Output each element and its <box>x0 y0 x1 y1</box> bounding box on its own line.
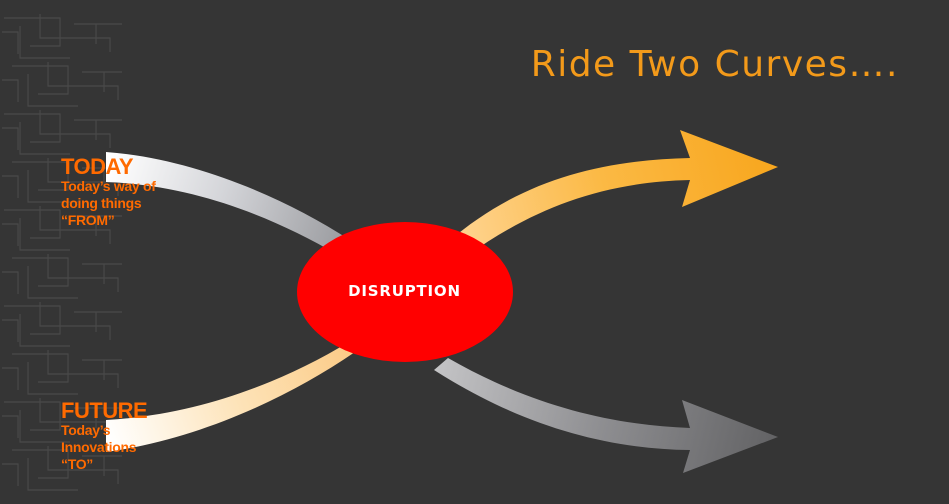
circuit-line <box>4 17 61 47</box>
today-line: doing things <box>61 195 142 211</box>
circuit-line <box>2 223 19 246</box>
circuit-line <box>2 415 19 438</box>
circuit-line <box>82 263 122 284</box>
future-line: Innovations <box>61 439 137 455</box>
circuit-line <box>4 113 61 143</box>
future-line: “TO” <box>61 456 93 472</box>
circuit-line <box>4 401 61 431</box>
orange-arrow <box>448 130 778 258</box>
future-curve <box>106 335 360 452</box>
circuit-line <box>19 314 70 347</box>
circuit-line <box>82 359 122 380</box>
today-line: Today’s way of <box>61 178 156 194</box>
circuit-line <box>27 362 78 395</box>
future-label: FUTURE Today’s Innovations “TO” <box>61 398 148 473</box>
circuit-line <box>74 119 122 140</box>
circuit-line <box>39 206 111 244</box>
circuit-line <box>82 455 122 476</box>
disruption-ellipse <box>297 222 513 362</box>
circuit-line <box>74 407 122 428</box>
circuit-line <box>2 463 19 486</box>
circuit-line <box>39 110 111 148</box>
circuit-line <box>12 449 69 479</box>
today-line: “FROM” <box>61 212 115 228</box>
circuit-line <box>19 122 70 155</box>
today-curve <box>106 152 350 255</box>
future-heading: FUTURE <box>61 398 148 423</box>
circuit-line <box>27 458 78 491</box>
circuit-line <box>2 127 19 150</box>
circuit-line <box>2 79 19 102</box>
circuit-line <box>47 62 119 100</box>
circuit-line <box>47 446 119 484</box>
circuit-line <box>2 367 19 390</box>
circuit-line <box>2 175 19 198</box>
gray-arrow <box>434 358 778 473</box>
circuit-line <box>12 161 69 191</box>
circuit-line <box>19 26 70 59</box>
circuit-line <box>4 209 61 239</box>
circuit-line <box>74 215 122 236</box>
circuit-line <box>12 353 69 383</box>
circuit-line <box>2 319 19 342</box>
circuit-line <box>39 302 111 340</box>
circuit-line <box>12 65 69 95</box>
circuit-line <box>39 14 111 52</box>
circuit-line <box>19 218 70 251</box>
circuit-line <box>47 350 119 388</box>
circuit-line <box>12 257 69 287</box>
today-label: TODAY Today’s way of doing things “FROM” <box>61 156 156 229</box>
circuit-line <box>4 305 61 335</box>
today-heading: TODAY <box>61 154 134 179</box>
future-line: Today’s <box>61 422 111 438</box>
circuit-line <box>19 410 70 443</box>
disruption-label: DISRUPTION <box>348 282 461 300</box>
circuit-line <box>27 74 78 107</box>
circuit-line <box>47 158 119 196</box>
circuit-line <box>82 71 122 92</box>
circuit-line <box>27 170 78 203</box>
circuit-line <box>2 31 19 54</box>
page-title: Ride Two Curves…. <box>530 44 899 85</box>
circuit-line <box>74 311 122 332</box>
circuit-line <box>27 266 78 299</box>
circuit-line <box>47 254 119 292</box>
circuit-line <box>2 271 19 294</box>
circuit-line <box>74 23 122 44</box>
